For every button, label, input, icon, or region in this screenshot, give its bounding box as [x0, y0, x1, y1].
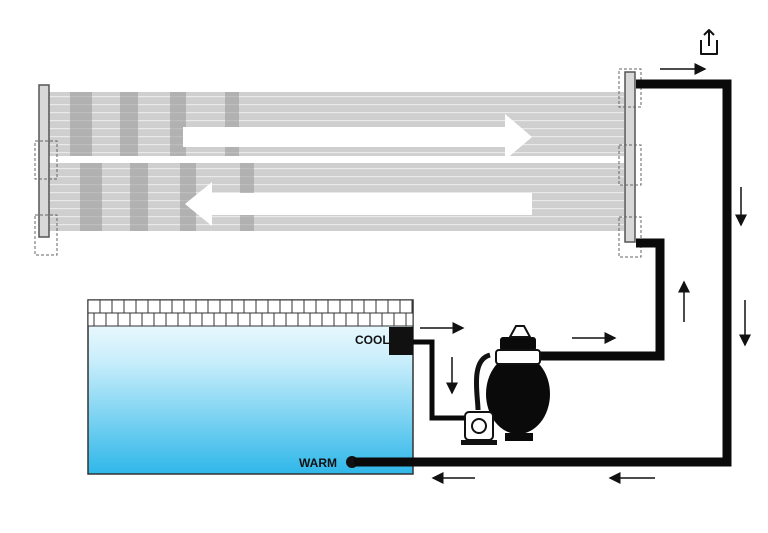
cool-skimmer [389, 327, 413, 355]
panel-flow-arrow-right [183, 114, 532, 160]
warm-label: WARM [299, 456, 337, 470]
pool [87, 299, 414, 475]
sand-filter [473, 325, 550, 441]
pump [461, 411, 497, 445]
share-icon[interactable] [691, 22, 727, 58]
panel-flow-arrow-left [185, 182, 532, 226]
flow-direction-arrows [420, 63, 751, 484]
solar-panel [34, 68, 642, 258]
pipes [354, 79, 732, 467]
cool-label: COOL [355, 333, 390, 347]
